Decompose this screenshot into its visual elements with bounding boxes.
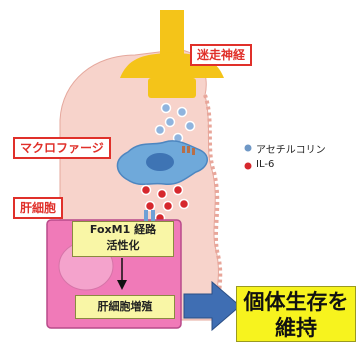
survival-line2: 維持	[237, 315, 355, 341]
legend-il6: IL-6	[256, 159, 274, 170]
vagus-nerve-label: 迷走神経	[190, 44, 252, 66]
foxm1-line1: FoxM1 経路	[73, 222, 173, 238]
red-dot-icon	[245, 163, 252, 170]
blue-dot-icon	[245, 145, 252, 152]
foxm1-line2: 活性化	[73, 238, 173, 254]
foxm1-activation-box: FoxM1 経路 活性化	[72, 221, 174, 257]
hepatocyte-label: 肝細胞	[13, 197, 63, 219]
legend-acetylcholine: アセチルコリン	[256, 141, 326, 156]
survival-outcome-box: 個体生存を 維持	[236, 286, 356, 342]
macrophage-label: マクロファージ	[13, 137, 111, 159]
proliferation-box: 肝細胞増殖	[75, 295, 175, 319]
macrophage-nucleus	[146, 153, 174, 171]
survival-line1: 個体生存を	[237, 289, 355, 315]
